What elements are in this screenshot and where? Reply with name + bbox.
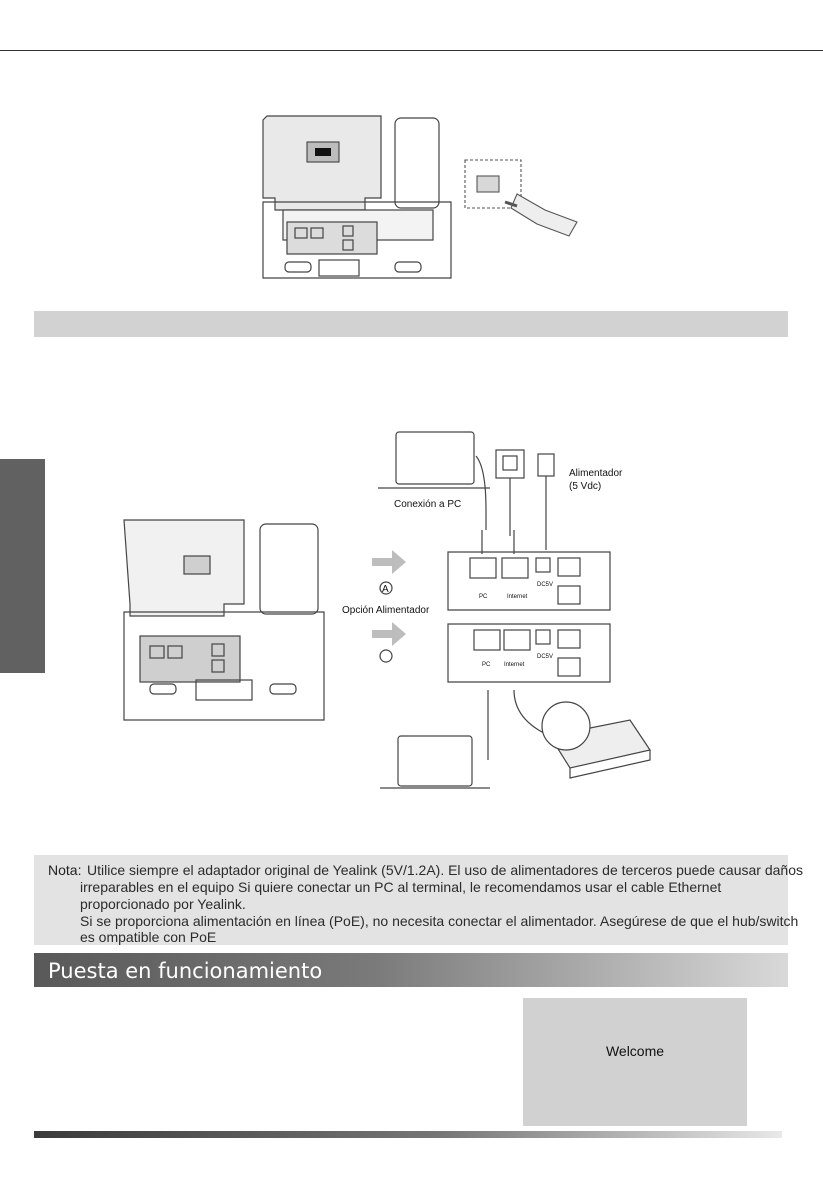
section-band [34,311,788,337]
section-title: Puesta en funcionamiento [48,959,323,983]
option-a-marker: A [382,584,389,595]
note-line-3: proporcionado por Yealink. [80,896,246,912]
note-line-4: Si se proporciona alimentación en línea … [80,913,799,929]
phone-screen: Welcome [523,998,747,1126]
section-header: Puesta en funcionamiento [34,953,788,987]
note-line-1: Utilice siempre el adaptador original de… [87,862,803,878]
note-line-2: irreparables en el equipo Si quiere cone… [80,879,722,895]
port-dc-label-a: DC5V [537,582,553,588]
power-adapter-label: Alimentador [569,468,623,479]
port-internet-label-a: Internet [507,594,528,600]
pc-connection-label: Conexión a PC [394,499,462,510]
top-rule [0,50,823,51]
note-box [34,855,788,945]
connection-diagram: A PC Internet DC5V PC Internet DC5V [123,431,651,789]
usb-icon [315,148,331,156]
power-adapter-spec: (5 Vdc) [569,481,602,492]
port-internet-label-b: Internet [504,662,525,668]
note-label: Nota: [48,862,82,878]
footer-bar [34,1131,782,1138]
port-pc-label-a: PC [479,594,488,600]
port-dc-label-b: DC5V [537,654,553,660]
note-line-5: es ompatible con PoE [80,929,217,945]
phone-back-usb-figure [262,115,578,279]
port-pc-label-b: PC [482,662,491,668]
welcome-text: Welcome [605,1043,665,1059]
power-option-label: Opción Alimentador [342,605,430,616]
side-tab [0,459,45,673]
